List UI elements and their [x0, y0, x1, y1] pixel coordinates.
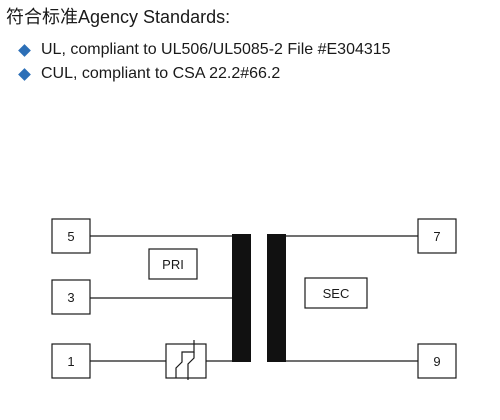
- pin-box-5: [51, 218, 91, 254]
- pin-label-1: 1: [67, 354, 74, 369]
- standard-item-text: CUL, compliant to CSA 22.2#66.2: [41, 65, 281, 82]
- pin-box-9: [417, 343, 457, 379]
- standard-item-cul: CUL, compliant to CSA 22.2#66.2: [16, 64, 280, 84]
- pin-label-9: 9: [433, 354, 440, 369]
- pin-box-3: [51, 279, 91, 315]
- pin-label-3: 3: [67, 290, 74, 305]
- pin-box-7: [417, 218, 457, 254]
- pin-label-5: 5: [67, 229, 74, 244]
- primary-label-box: [148, 248, 198, 280]
- thermal-protector-icon: [165, 340, 207, 380]
- pin-box-1: [51, 343, 91, 379]
- primary-label: PRI: [162, 257, 184, 272]
- secondary-core: [267, 234, 286, 362]
- secondary-label-box: [304, 277, 368, 309]
- page-title: 符合标准Agency Standards:: [6, 7, 231, 27]
- primary-core: [232, 234, 251, 362]
- pin-label-7: 7: [433, 229, 440, 244]
- secondary-label: SEC: [323, 286, 350, 301]
- standard-item-ul: UL, compliant to UL506/UL5085-2 File #E3…: [16, 40, 391, 60]
- standard-item-text: UL, compliant to UL506/UL5085-2 File #E3…: [41, 41, 391, 58]
